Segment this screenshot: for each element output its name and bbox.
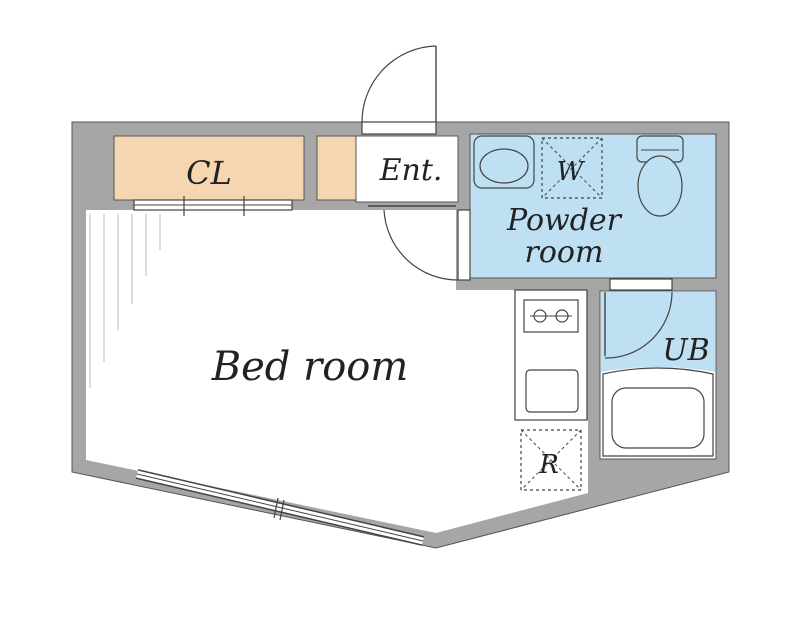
front-door <box>361 45 437 135</box>
window <box>135 469 425 546</box>
refrigerator-label: R <box>538 450 559 480</box>
unit-bath-label: UB <box>662 333 709 368</box>
toilet <box>636 135 684 217</box>
bathtub <box>602 367 714 457</box>
powder-room-label-line1: Powder <box>506 203 623 238</box>
closet-sliding-door <box>133 196 293 216</box>
entrance-label: Ent. <box>379 153 443 188</box>
powder-room-door <box>383 209 471 281</box>
bedroom-label: Bed room <box>211 344 409 390</box>
washer-space <box>541 137 603 199</box>
curtain-lines <box>89 214 161 388</box>
refrigerator-space <box>520 429 582 491</box>
closet-label: CL <box>186 154 232 192</box>
washbasin <box>473 135 535 189</box>
small-closet <box>316 135 357 201</box>
kitchen-counter <box>514 289 588 421</box>
powder-room-label-line2: room <box>525 235 604 270</box>
bedroom-floor <box>86 210 588 533</box>
washer-label: W <box>557 157 586 187</box>
closet-area <box>113 135 305 201</box>
unit-bath-door <box>604 278 673 359</box>
entrance-area <box>355 135 459 203</box>
